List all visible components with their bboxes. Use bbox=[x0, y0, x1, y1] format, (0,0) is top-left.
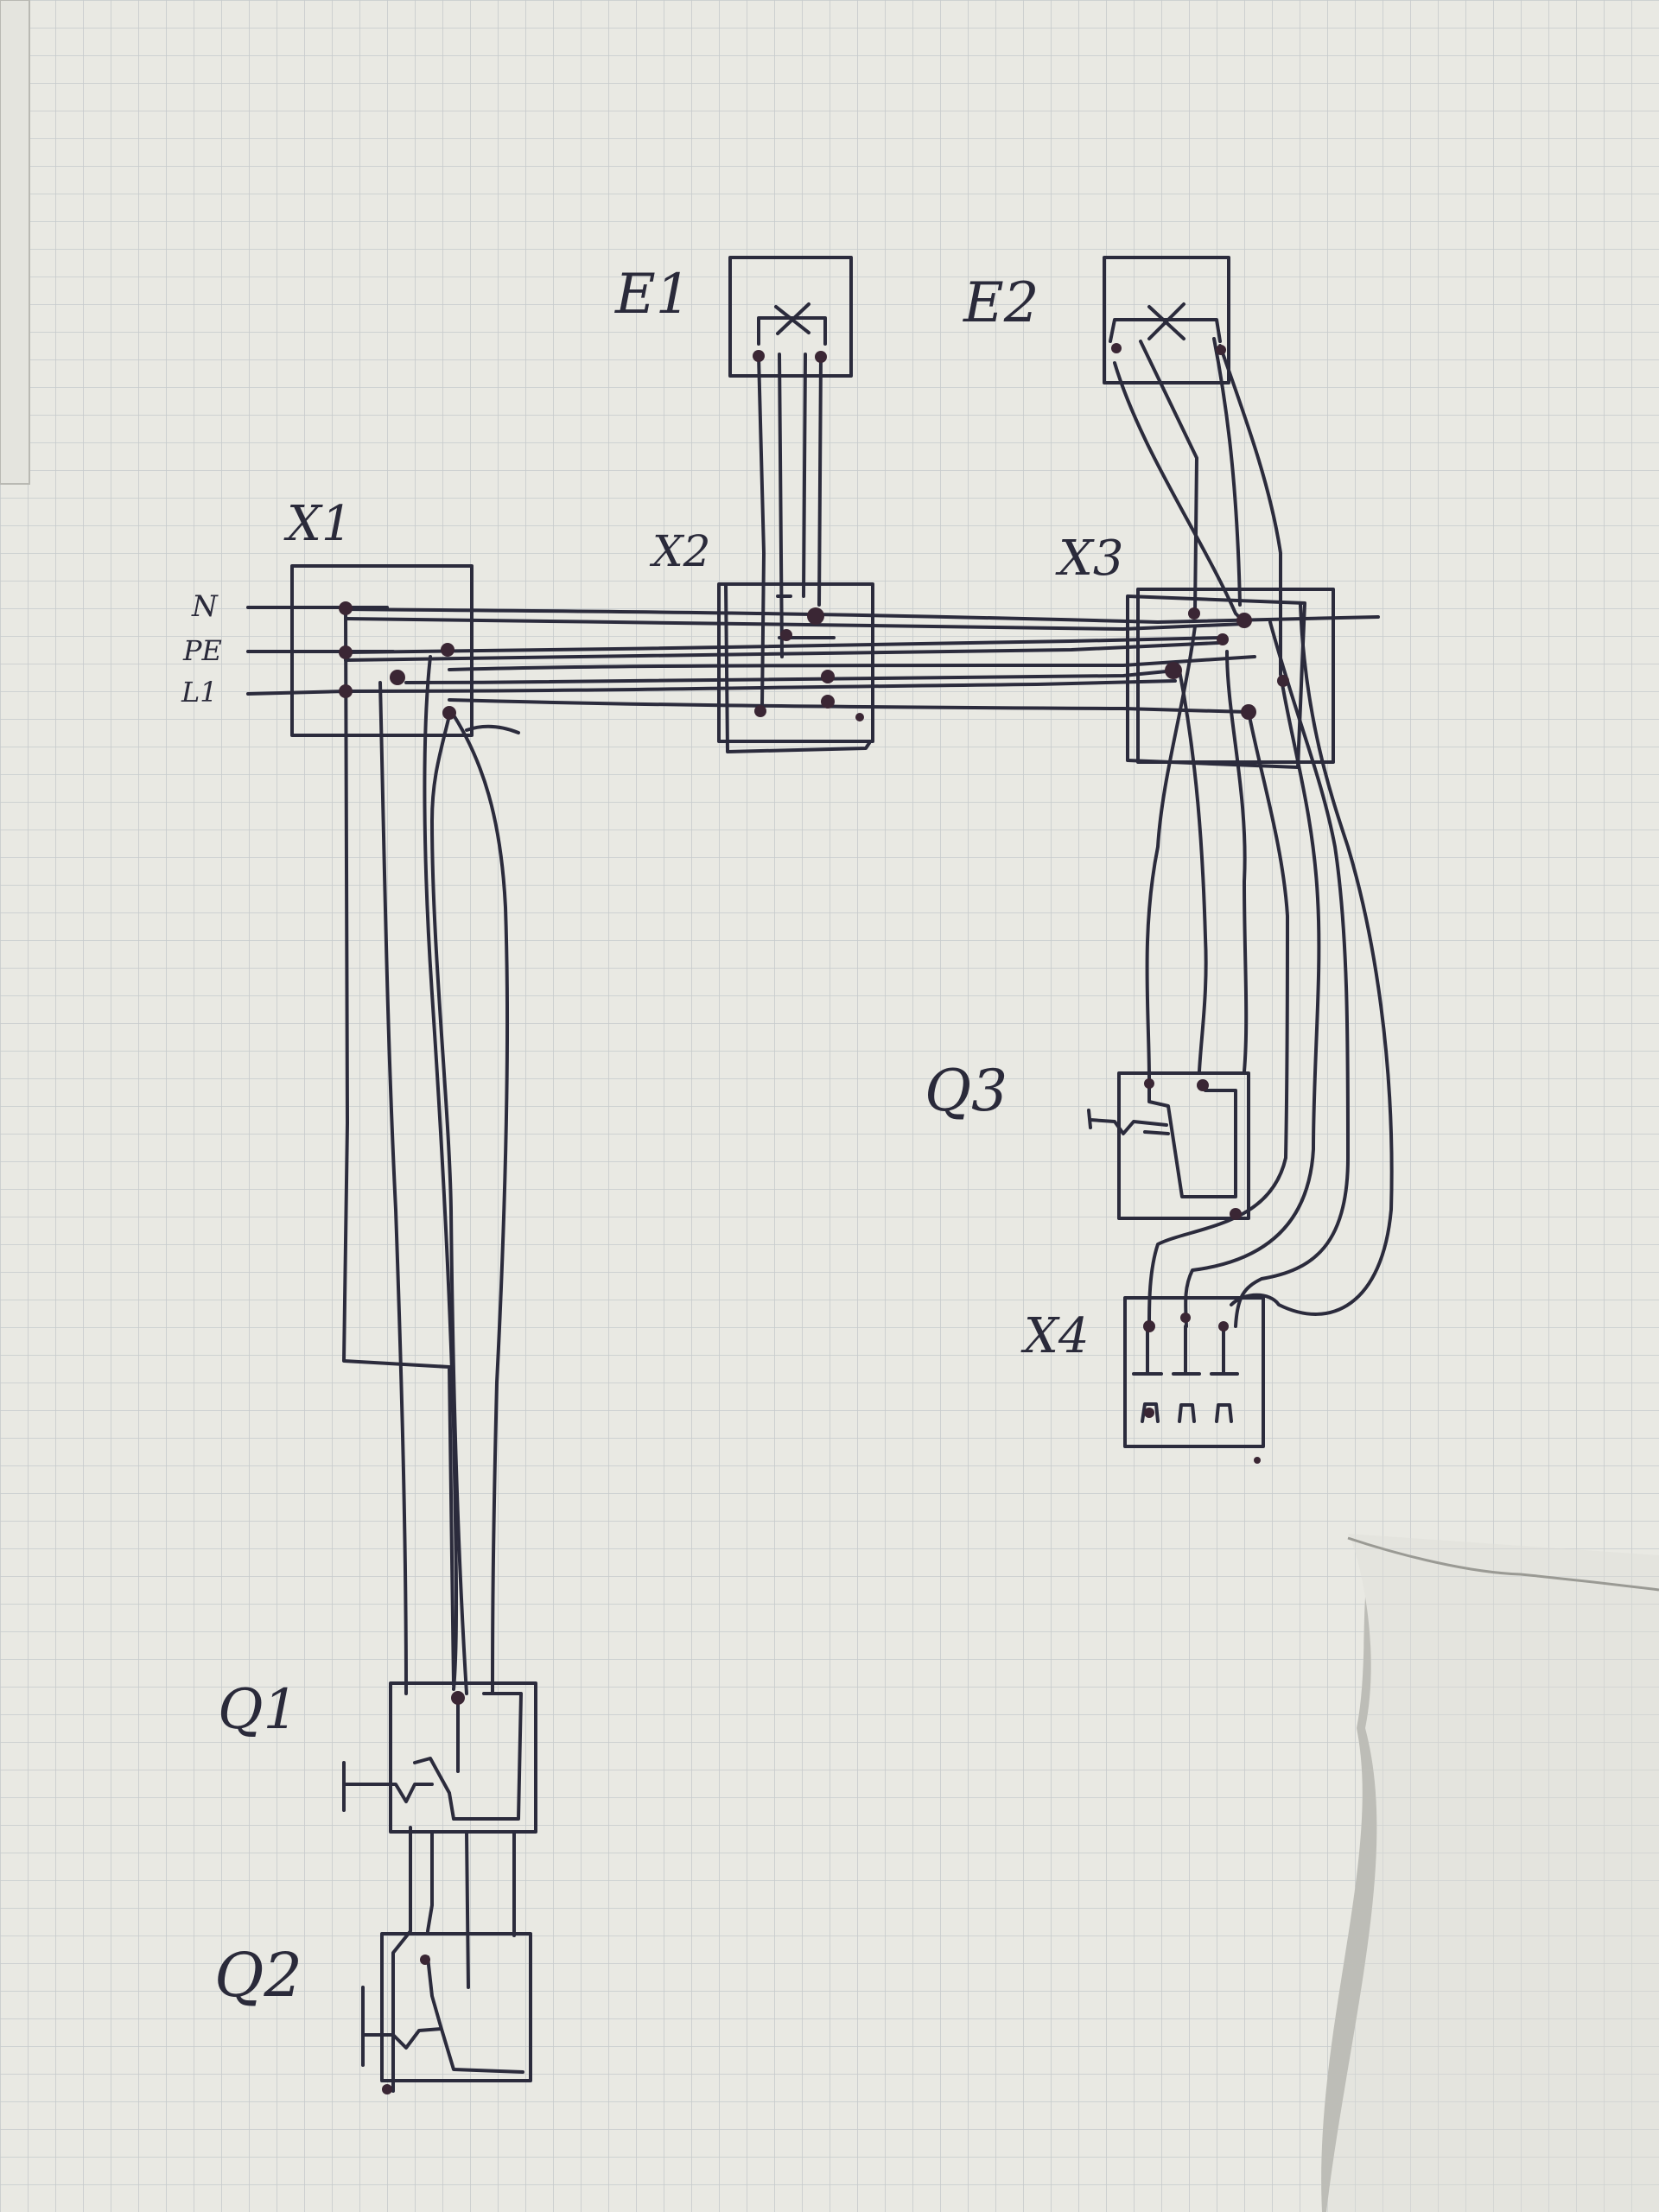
label-q1: Q1 bbox=[218, 1678, 298, 1742]
terminal-x2 bbox=[717, 582, 874, 753]
switch-q1 bbox=[342, 1681, 537, 1834]
label-x2: X2 bbox=[649, 526, 710, 576]
luminaire-e2 bbox=[1103, 256, 1230, 385]
terminal-dots bbox=[339, 343, 1289, 2094]
label-pe: PE bbox=[182, 634, 222, 667]
luminaire-e1 bbox=[728, 256, 853, 378]
label-e1: E1 bbox=[614, 263, 690, 327]
torn-edge bbox=[1347, 1536, 1659, 1592]
label-n: N bbox=[191, 589, 219, 624]
socket-x4 bbox=[1123, 1296, 1265, 1448]
label-q2: Q2 bbox=[214, 1940, 302, 2011]
wire-l1-in bbox=[246, 690, 347, 696]
ink-drawing bbox=[246, 256, 1394, 2093]
label-l1: L1 bbox=[181, 676, 218, 709]
switch-q3 bbox=[1087, 1071, 1250, 1220]
label-x1: X1 bbox=[283, 496, 353, 552]
switch-q2 bbox=[361, 1932, 532, 2082]
label-e2: E2 bbox=[963, 271, 1039, 335]
component-labels: E1 E2 X1 X2 X3 X4 Q3 Q1 Q2 N PE L1 bbox=[181, 263, 1124, 2011]
underlying-grid bbox=[1326, 1534, 1659, 2212]
label-q3: Q3 bbox=[925, 1058, 1007, 1124]
label-x4: X4 bbox=[1020, 1308, 1090, 1364]
label-x3: X3 bbox=[1055, 531, 1124, 587]
page-edge bbox=[0, 0, 30, 485]
